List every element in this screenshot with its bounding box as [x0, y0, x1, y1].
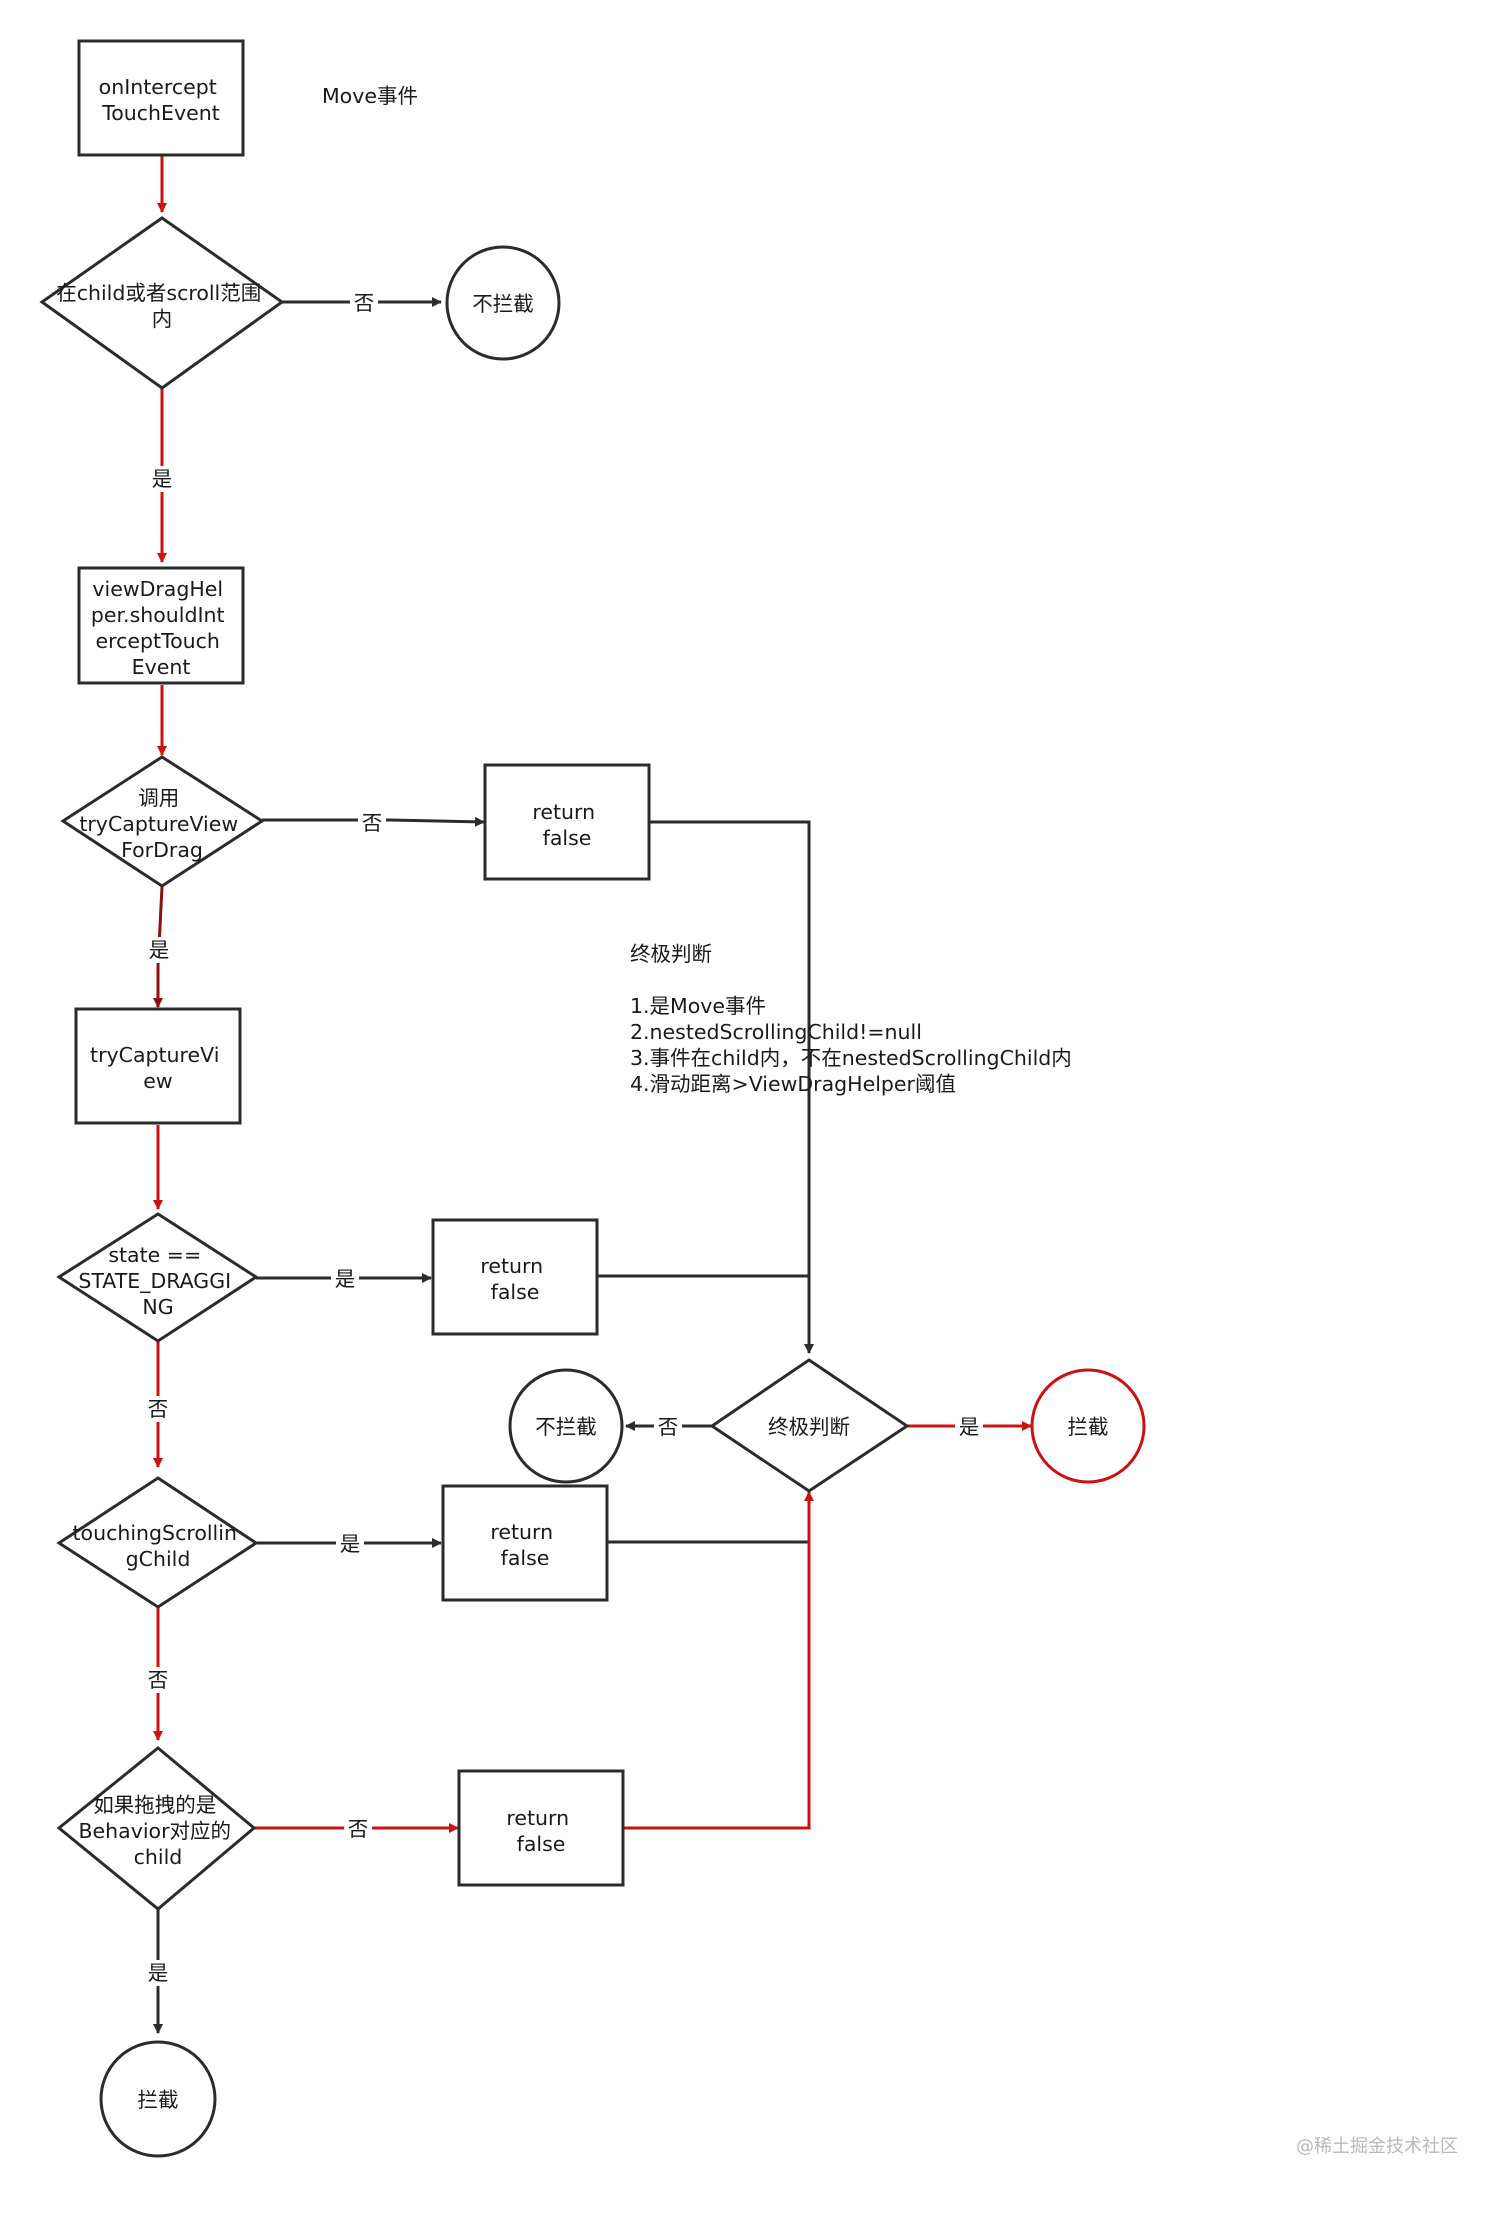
node-label-line: 拦截	[1068, 1415, 1109, 1439]
svg-text:tryCaptureVi ew: tryCaptureVi ew	[90, 1043, 226, 1093]
node-state-dragging: state == STATE_DRAGGI NG	[56, 1212, 259, 1343]
edge-label-touching-no: 否	[148, 1668, 169, 1692]
node-return-false-2: return false	[431, 1218, 599, 1336]
edge-return4-to-judge	[623, 1491, 814, 1830]
node-label-line: NG	[142, 1295, 173, 1319]
edge-label-state-no: 否	[148, 1397, 169, 1421]
node-label-line: Behavior对应的	[78, 1819, 231, 1843]
node-label-line: TouchEvent	[101, 101, 220, 125]
node-label-line: erceptTouch	[96, 629, 220, 653]
node-label-line: tryCaptureVi	[90, 1043, 219, 1067]
edge-label-behavior-yes: 是	[148, 1961, 169, 1985]
node-call-try-capture: 调用 tryCaptureView ForDrag	[60, 755, 265, 888]
node-label-line: per.shouldInt	[91, 603, 225, 627]
node-label-line: 内	[152, 307, 173, 331]
node-label-line: gChild	[126, 1547, 191, 1571]
node-label-line: viewDragHel	[92, 577, 223, 601]
node-no-intercept-mid: 不拦截	[508, 1368, 624, 1484]
svg-text:return false: return false	[480, 1254, 549, 1304]
node-label-line: 在child或者scroll范围	[56, 281, 261, 305]
node-label-line: false	[501, 1546, 550, 1570]
node-label-line: return	[480, 1254, 543, 1278]
svg-text:return false: return false	[490, 1520, 559, 1570]
svg-text:在child或者scroll范围 内: 在child或者scroll范围 内	[56, 281, 268, 331]
node-try-capture-view: tryCaptureVi ew	[74, 1007, 242, 1125]
node-label-line: STATE_DRAGGI	[78, 1269, 231, 1294]
svg-text:拦截: 拦截	[138, 2088, 179, 2112]
svg-text:touchingScrollin gChil: touchingScrollin gChild	[73, 1521, 244, 1571]
node-label-line: 拦截	[138, 2088, 179, 2112]
node-no-intercept-top: 不拦截	[445, 245, 561, 361]
node-label-line: state ==	[108, 1243, 201, 1267]
node-touching-scrolling: touchingScrollin gChild	[56, 1476, 259, 1609]
node-label-line: tryCaptureView	[79, 812, 238, 836]
edge-label-judge-yes: 是	[959, 1415, 980, 1439]
note-item: 4.滑动距离>ViewDragHelper阈值	[630, 1072, 956, 1096]
node-return-false-1: return false	[483, 763, 651, 881]
edge-label-capture-no: 否	[362, 811, 383, 835]
note-title: 终极判断	[630, 942, 712, 966]
edge-capture-yes	[153, 886, 164, 1008]
node-on-intercept: onIntercept TouchEvent	[77, 39, 245, 157]
svg-text:终极判断: 终极判断	[768, 1415, 850, 1439]
node-label-line: touchingScrollin	[73, 1521, 237, 1545]
svg-text:调用 tryCaptureView: 调用 tryCaptureView ForDrag	[79, 786, 244, 862]
svg-text:onIntercept TouchEvent: onIntercept TouchEvent	[99, 75, 224, 125]
svg-text:state == STATE_DRAGGI: state == STATE_DRAGGI NG	[78, 1243, 237, 1319]
node-label-line: 不拦截	[535, 1415, 597, 1439]
svg-text:拦截: 拦截	[1068, 1415, 1109, 1439]
node-label-line: return	[490, 1520, 553, 1544]
node-label-line: false	[517, 1832, 566, 1856]
node-label-line: ForDrag	[121, 838, 203, 862]
node-label-line: child	[134, 1845, 183, 1869]
node-return-false-3: return false	[441, 1484, 609, 1602]
svg-text:return false: return false	[506, 1806, 575, 1856]
node-behavior-child: 如果拖拽的是 Behavior对应的 child	[56, 1746, 257, 1911]
node-intercept-bottom: 拦截	[99, 2040, 217, 2158]
final-judge-note: 终极判断 1.是Move事件 2.nestedScrollingChild!=n…	[630, 942, 1072, 1096]
edge-label-capture-yes: 是	[149, 938, 170, 962]
edge-return1-to-judge	[650, 820, 814, 1354]
note-item: 3.事件在child内，不在nestedScrollingChild内	[630, 1046, 1072, 1070]
note-item: 1.是Move事件	[630, 994, 766, 1018]
edge-capture-no	[262, 816, 485, 827]
svg-text:如果拖拽的是 Behavior对应的: 如果拖拽的是 Behavior对应的 child	[78, 1793, 237, 1869]
node-in-range: 在child或者scroll范围 内	[39, 216, 285, 390]
node-label-line: Event	[132, 655, 191, 679]
event-type-label: Move事件	[322, 84, 418, 108]
svg-text:viewDragHel per.should: viewDragHel per.shouldInt erceptTouch Ev…	[91, 577, 231, 679]
node-label-line: 如果拖拽的是	[93, 1793, 216, 1817]
node-intercept-mid: 拦截	[1030, 1368, 1146, 1484]
svg-text:return false: return false	[532, 800, 601, 850]
edge-label-range-yes: 是	[152, 467, 173, 491]
node-label-line: false	[491, 1280, 540, 1304]
node-label-line: return	[532, 800, 595, 824]
edge-label-judge-no: 否	[658, 1415, 679, 1439]
node-label-line: onIntercept	[99, 75, 217, 99]
node-label-line: ew	[143, 1069, 172, 1093]
node-label-line: 调用	[138, 786, 179, 810]
node-label-line: return	[506, 1806, 569, 1830]
svg-text:不拦截: 不拦截	[472, 292, 534, 316]
node-label-line: 不拦截	[472, 292, 534, 316]
edge-label-touching-yes: 是	[340, 1532, 361, 1556]
svg-text:不拦截: 不拦截	[535, 1415, 597, 1439]
note-item: 2.nestedScrollingChild!=null	[630, 1020, 922, 1044]
edge-label-range-no: 否	[354, 291, 375, 315]
edge-labels: 否 是 否 是 是 否 否 是 是 否 否 是	[144, 290, 983, 1986]
node-label-line: 终极判断	[768, 1415, 850, 1439]
edge-label-state-yes: 是	[335, 1267, 356, 1291]
node-view-drag-helper: viewDragHel per.shouldInt erceptTouch Ev…	[77, 566, 245, 685]
watermark: @稀土掘金技术社区	[1296, 2136, 1458, 2157]
node-final-judge: 终极判断	[709, 1358, 910, 1493]
edge-label-behavior-no: 否	[348, 1817, 369, 1841]
node-label-line: false	[543, 826, 592, 850]
nodes: onIntercept TouchEvent Move事件 在child或者sc…	[39, 39, 1146, 2158]
node-return-false-4: return false	[457, 1769, 625, 1887]
